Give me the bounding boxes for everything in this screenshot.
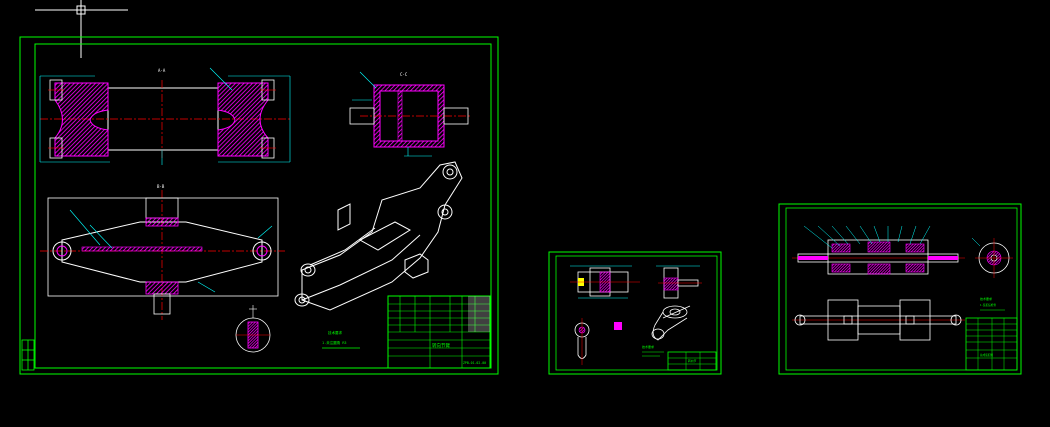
- sheet-2-outer-frame: [548, 251, 722, 375]
- sheet-1-drawing-number: ZPB-01-02-00: [463, 361, 486, 365]
- sheet-1-isometric-view: [294, 161, 463, 311]
- sheet-1-notes-title: 技术要求: [328, 330, 342, 335]
- sheet-1-side-section-view: C-C: [349, 71, 470, 157]
- sheet-3-assembly-section: [792, 225, 965, 275]
- sheet-2-bottom-view: [574, 318, 622, 365]
- sheet-3-notes-title: 技术要求: [980, 296, 992, 301]
- sheet-3-notes-line-1: 1.装配后检查: [980, 303, 996, 307]
- sheet-1-binding-strip: [21, 339, 35, 371]
- sheet-3-title-block: 总成装配图: [965, 317, 1018, 371]
- sheet-2-notes-title: 技术要求: [642, 344, 654, 349]
- sheet-1-detail-view: [235, 305, 271, 353]
- sheet-2-inner-frame: [555, 255, 718, 371]
- sheet-2-side-view: [656, 265, 702, 299]
- sheet-3-notes: 技术要求 1.装配后检查: [980, 296, 1005, 311]
- crosshair-cursor-icon: [35, 0, 128, 58]
- sheet-1-label-c-c: C-C: [400, 72, 408, 77]
- sheet-2: 技术要求 转向节: [548, 251, 722, 375]
- sheet-1-front-view: B-B: [40, 184, 285, 320]
- sheet-1-outer-frame: [19, 36, 499, 375]
- sheet-2-isometric-view: [651, 305, 691, 341]
- sheet-1-label-a-a: A-A: [158, 68, 166, 73]
- sheet-2-main-view: [570, 265, 640, 299]
- sheet-1-title: 转向节臂: [432, 342, 450, 349]
- sheet-3-end-view: [971, 237, 1013, 278]
- sheet-3-outer-frame: [778, 203, 1022, 375]
- sheet-1-notes: 技术要求 1.未注圆角 R3: [322, 330, 360, 349]
- sheet-1-inner-frame: [34, 43, 492, 369]
- sheet-1-title-block: 转向节臂 ZPB-01-02-00: [387, 295, 491, 369]
- sheet-3: 技术要求 1.装配后检查 总成装配图: [778, 203, 1022, 375]
- sheet-1: A-A B-B: [19, 36, 499, 375]
- sheet-1-top-section-view: A-A: [39, 67, 291, 165]
- sheet-2-notes: 技术要求: [642, 344, 664, 357]
- sheet-1-notes-line-1: 1.未注圆角 R3: [322, 340, 347, 345]
- sheet-2-title: 转向节: [688, 359, 697, 363]
- sheet-1-label-b-b: B-B: [157, 184, 165, 189]
- sheet-2-title-block: 转向节: [667, 351, 717, 371]
- sheet-3-inner-frame: [785, 207, 1018, 371]
- sheet-3-outside-view: [792, 299, 965, 341]
- sheet-3-title: 总成装配图: [980, 353, 993, 357]
